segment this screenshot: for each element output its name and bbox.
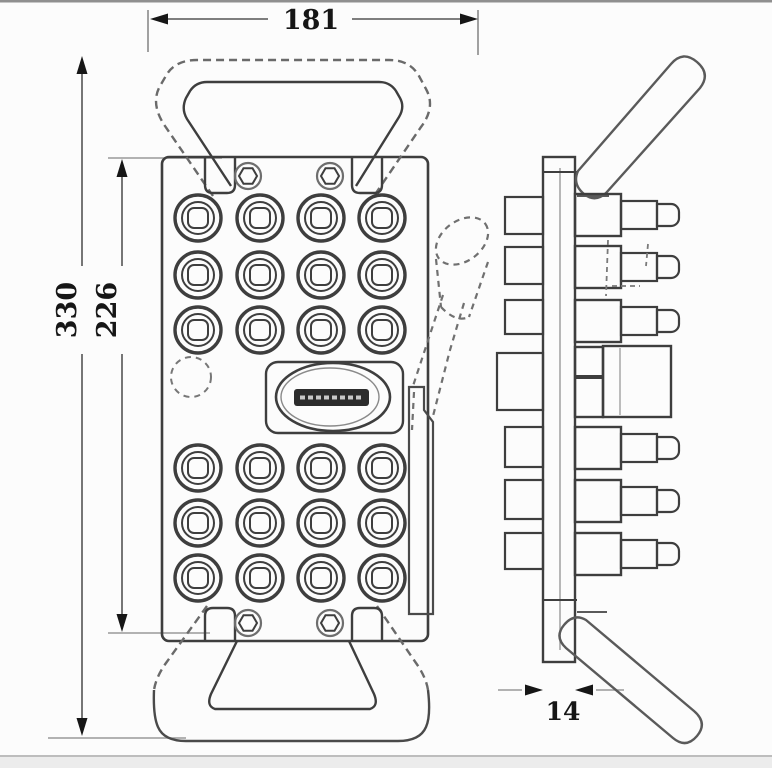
btn-instance — [296, 305, 346, 355]
arrow-left-icon — [575, 684, 593, 696]
btn-instance — [296, 193, 346, 243]
front-center-label-plate — [264, 360, 405, 435]
side-left-block — [503, 298, 545, 336]
btn-instance — [235, 553, 285, 603]
dim-extension-lines — [48, 157, 222, 739]
btn-instance — [173, 193, 223, 243]
screw-instance — [233, 161, 263, 191]
dim-panel-height: 226 — [92, 159, 128, 632]
front-button-grid — [173, 193, 407, 603]
front-panel-plate — [160, 155, 430, 643]
front-control-lever — [407, 216, 490, 616]
side-left-block — [495, 351, 545, 412]
arrow-down-icon — [76, 718, 88, 736]
side-left-block — [503, 478, 545, 521]
side-left-block — [503, 531, 545, 571]
dim-panel-height-value: 226 — [92, 282, 123, 338]
btn-instance — [296, 498, 346, 548]
screw-instance — [233, 608, 263, 638]
front-dashed-circle — [170, 356, 212, 398]
side-left-block — [503, 195, 545, 236]
btn-instance — [357, 250, 407, 300]
arrow-up-icon — [116, 159, 128, 177]
btn-instance — [173, 443, 223, 493]
btn-instance — [235, 443, 285, 493]
btn-instance — [296, 443, 346, 493]
sidebtn-instance — [573, 425, 681, 471]
side-center-block — [573, 344, 673, 419]
btn-instance — [235, 305, 285, 355]
btn-instance — [357, 498, 407, 548]
side-bottom-handle — [558, 611, 703, 745]
side-left-block — [503, 425, 545, 469]
sidebtn-instance — [573, 298, 681, 344]
side-left-blocks — [495, 195, 545, 571]
btn-instance — [296, 250, 346, 300]
side-view — [495, 55, 706, 745]
btn-instance — [357, 305, 407, 355]
dim-overall-height-value: 330 — [52, 282, 83, 338]
btn-instance — [235, 193, 285, 243]
btn-instance — [357, 443, 407, 493]
dim-width-value: 181 — [283, 5, 339, 36]
btn-instance — [235, 250, 285, 300]
side-panel-plate — [541, 155, 577, 664]
label-band — [294, 389, 369, 406]
btn-instance — [173, 553, 223, 603]
btn-instance — [173, 305, 223, 355]
arrow-right-icon — [525, 684, 543, 696]
btn-instance — [173, 250, 223, 300]
sidebtn-instance — [573, 192, 681, 238]
sidebtn-instance — [573, 531, 681, 577]
screw-instance — [315, 161, 345, 191]
dim-width: 181 — [147, 5, 479, 55]
arrow-up-icon — [76, 56, 88, 74]
dim-thickness: 14 — [498, 684, 624, 726]
dim-thickness-value: 14 — [546, 697, 581, 726]
sidebtn-instance — [573, 478, 681, 524]
footer-strip — [0, 757, 772, 768]
arrow-left-icon — [150, 13, 168, 25]
side-button-stacks — [573, 192, 681, 577]
btn-instance — [235, 498, 285, 548]
lever-bracket — [407, 385, 435, 616]
side-top-handle — [574, 55, 706, 200]
side-left-block — [503, 245, 545, 286]
arrow-down-icon — [116, 614, 128, 632]
btn-instance — [357, 553, 407, 603]
btn-instance — [357, 193, 407, 243]
front-bottom-handle — [152, 605, 431, 743]
sidebtn-instance — [573, 244, 681, 290]
top-border-strip — [0, 0, 772, 3]
front-view — [152, 58, 490, 743]
arrow-right-icon — [460, 13, 478, 25]
btn-instance — [173, 498, 223, 548]
front-top-handle — [154, 58, 432, 197]
dim-overall-height: 330 — [52, 56, 88, 736]
screw-instance — [315, 608, 345, 638]
side-hidden-lines — [605, 239, 649, 297]
btn-instance — [296, 553, 346, 603]
